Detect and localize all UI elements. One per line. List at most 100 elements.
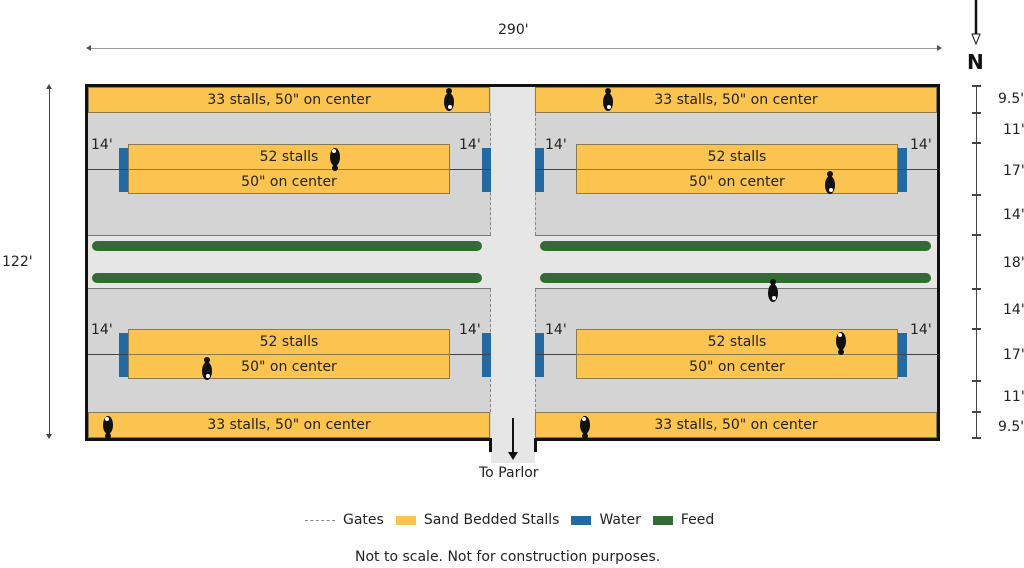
feed-bunk-se <box>540 273 931 283</box>
waterer-se-left <box>535 333 544 377</box>
feed-bunk-sw <box>92 273 482 283</box>
section-tick <box>972 194 981 196</box>
section-label: 9.5' <box>998 91 1024 107</box>
crossover-dim-line <box>88 354 128 355</box>
legend: Gates Sand Bedded Stalls Water Feed <box>305 512 714 528</box>
crossover-label: 14' <box>910 137 932 153</box>
cow-icon <box>825 171 835 194</box>
stall-block-nw: 52 stalls 50" on center <box>128 144 450 194</box>
crossover-dim-line <box>898 169 938 170</box>
section-tick <box>972 288 981 290</box>
section-tick <box>972 142 981 144</box>
crossover-label: 14' <box>91 137 113 153</box>
stall-block-count: 52 stalls <box>707 334 767 350</box>
width-dimension-label: 290' <box>498 22 529 38</box>
crossover-label: 14' <box>459 137 481 153</box>
stall-row-label: 33 stalls, 50" on center <box>207 92 371 108</box>
stall-row-bottom-east: 33 stalls, 50" on center <box>535 412 937 438</box>
cow-icon <box>202 357 212 380</box>
gates-swatch <box>305 519 335 521</box>
crossover-dim-line <box>450 169 490 170</box>
waterer-se-right <box>898 333 907 377</box>
section-tick <box>972 234 981 236</box>
legend-label-gates: Gates <box>343 512 384 528</box>
north-arrow-icon <box>969 0 983 46</box>
waterer-nw-left <box>119 148 128 192</box>
exit-wall-east <box>534 438 537 452</box>
section-tick <box>972 380 981 382</box>
section-tick <box>972 437 981 439</box>
section-tick <box>972 112 981 114</box>
width-arrow-right <box>937 45 942 51</box>
crossover-label: 14' <box>910 322 932 338</box>
legend-label-stalls: Sand Bedded Stalls <box>423 512 560 528</box>
waterer-ne-right <box>898 148 907 192</box>
stall-block-se: 52 stalls 50" on center <box>576 329 898 379</box>
stall-block-count: 52 stalls <box>259 149 319 165</box>
legend-label-water: Water <box>599 512 641 528</box>
cow-icon <box>330 148 340 171</box>
height-dimension-line <box>49 86 50 438</box>
section-label: 18' <box>1003 255 1024 271</box>
crossover-label: 14' <box>459 322 481 338</box>
stall-row-top-east: 33 stalls, 50" on center <box>535 87 937 113</box>
stall-row-top-west: 33 stalls, 50" on center <box>88 87 490 113</box>
section-label: 11' <box>1003 122 1024 138</box>
stall-block-spacing: 50" on center <box>241 359 337 375</box>
section-tick <box>972 411 981 413</box>
stall-block-sw: 52 stalls 50" on center <box>128 329 450 379</box>
legend-label-feed: Feed <box>680 512 715 528</box>
height-dimension-label: 122' <box>2 254 33 270</box>
crossover-label: 14' <box>91 322 113 338</box>
cow-icon <box>444 88 454 111</box>
crossover-label: 14' <box>545 137 567 153</box>
stall-block-ne: 52 stalls 50" on center <box>576 144 898 194</box>
width-arrow-left <box>86 45 91 51</box>
width-dimension-line <box>88 48 940 49</box>
compass-label: N <box>967 50 984 74</box>
waterer-ne-left <box>535 148 544 192</box>
cow-icon <box>580 416 590 439</box>
exit-wall-west <box>489 438 492 452</box>
stall-block-count: 52 stalls <box>707 149 767 165</box>
stall-row-label: 33 stalls, 50" on center <box>654 417 818 433</box>
section-dimension-line <box>976 86 977 438</box>
section-tick <box>972 85 981 87</box>
stall-row-label: 33 stalls, 50" on center <box>207 417 371 433</box>
exit-arrow-icon <box>507 418 519 462</box>
feed-swatch <box>652 515 673 525</box>
section-label: 17' <box>1003 347 1024 363</box>
crossover-dim-line <box>88 169 128 170</box>
section-label: 14' <box>1003 207 1024 223</box>
section-tick <box>972 328 981 330</box>
cow-icon <box>103 416 113 439</box>
stalls-swatch <box>395 515 416 525</box>
section-label: 17' <box>1003 163 1024 179</box>
crossover-label: 14' <box>545 322 567 338</box>
crossover-dim-line <box>450 354 490 355</box>
section-label: 9.5' <box>998 419 1024 435</box>
stall-row-label: 33 stalls, 50" on center <box>654 92 818 108</box>
waterer-nw-right <box>482 148 491 192</box>
height-arrow-bottom <box>46 434 52 439</box>
water-swatch <box>571 515 592 525</box>
stall-row-bottom-west: 33 stalls, 50" on center <box>88 412 490 438</box>
section-label: 14' <box>1003 302 1024 318</box>
height-arrow-top <box>46 84 52 89</box>
disclaimer-note: Not to scale. Not for construction purpo… <box>355 549 661 565</box>
stall-block-spacing: 50" on center <box>241 174 337 190</box>
stall-block-spacing: 50" on center <box>689 174 785 190</box>
cow-icon <box>603 88 613 111</box>
feed-bunk-ne <box>540 241 931 251</box>
waterer-sw-right <box>482 333 491 377</box>
cow-icon <box>768 279 778 302</box>
stall-block-spacing: 50" on center <box>689 359 785 375</box>
waterer-sw-left <box>119 333 128 377</box>
cow-icon <box>836 332 846 355</box>
section-label: 11' <box>1003 389 1024 405</box>
center-alley <box>491 87 535 463</box>
crossover-dim-line <box>536 354 576 355</box>
crossover-dim-line <box>898 354 938 355</box>
feed-bunk-nw <box>92 241 482 251</box>
exit-label: To Parlor <box>479 465 539 481</box>
